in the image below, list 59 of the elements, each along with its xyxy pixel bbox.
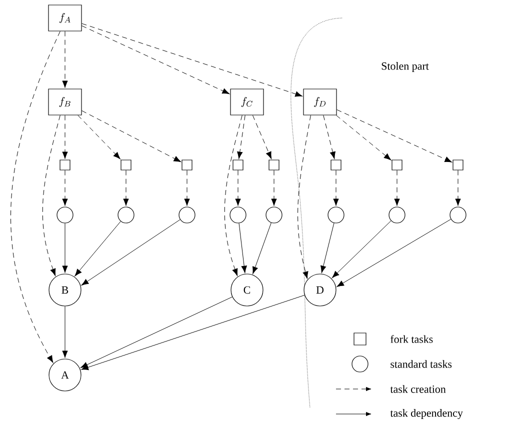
fork-task-square xyxy=(330,160,342,170)
arrow xyxy=(333,170,339,206)
arrow xyxy=(62,223,68,273)
arrow xyxy=(332,220,392,278)
arrow xyxy=(78,115,120,160)
legend-label: fork tasks xyxy=(390,335,433,343)
arrow xyxy=(224,115,242,276)
arrow xyxy=(235,170,241,206)
arrow xyxy=(336,109,452,162)
legend-label: task dependency xyxy=(390,409,463,419)
arrow xyxy=(455,170,461,206)
fork-task-square xyxy=(120,160,132,170)
arrow xyxy=(62,170,68,206)
arrow xyxy=(74,221,121,276)
fork-task-box: $f_A$ xyxy=(48,4,82,32)
fork-task-box: $f_B$ xyxy=(48,88,82,116)
arrow xyxy=(252,115,272,159)
fork-task-square xyxy=(232,160,244,170)
arrow xyxy=(252,222,272,274)
arrow xyxy=(62,31,68,88)
task-circle xyxy=(388,206,406,224)
fork-task-square xyxy=(182,160,192,170)
arrow xyxy=(42,115,60,276)
arrow xyxy=(81,294,305,370)
arrow xyxy=(298,115,311,279)
arrow xyxy=(10,31,60,363)
task-circle xyxy=(266,206,282,224)
task-circle xyxy=(230,206,246,224)
arrow xyxy=(81,219,180,286)
arrow xyxy=(62,115,68,159)
fork-task-square xyxy=(452,160,464,170)
task-circle xyxy=(328,206,344,224)
region-label: Stolen part xyxy=(382,62,429,72)
arrow xyxy=(80,296,232,368)
arrow xyxy=(82,26,230,94)
fork-task-square xyxy=(392,160,402,170)
fork-task-box: $f_C$ xyxy=(230,88,264,116)
arrow xyxy=(336,115,392,160)
fork-task-box: $f_D$ xyxy=(303,88,337,116)
arrow xyxy=(82,110,182,162)
task-circle xyxy=(450,206,466,224)
fork-task-square xyxy=(60,160,70,170)
arrow xyxy=(394,170,400,206)
arrow xyxy=(323,115,336,159)
arrow xyxy=(62,306,68,358)
legend-label: task creation xyxy=(390,385,446,393)
task-circle xyxy=(118,206,134,224)
arrow xyxy=(271,170,277,206)
arrow xyxy=(237,115,246,159)
arrow xyxy=(123,170,129,206)
arrow xyxy=(82,23,302,97)
arrow xyxy=(320,222,334,274)
arrow xyxy=(238,223,247,274)
fork-task-square xyxy=(268,160,280,170)
arrow xyxy=(336,218,452,287)
task-circle xyxy=(56,206,74,224)
legend-label: standard tasks xyxy=(390,360,452,368)
arrow xyxy=(184,170,190,206)
task-circle xyxy=(178,206,196,224)
